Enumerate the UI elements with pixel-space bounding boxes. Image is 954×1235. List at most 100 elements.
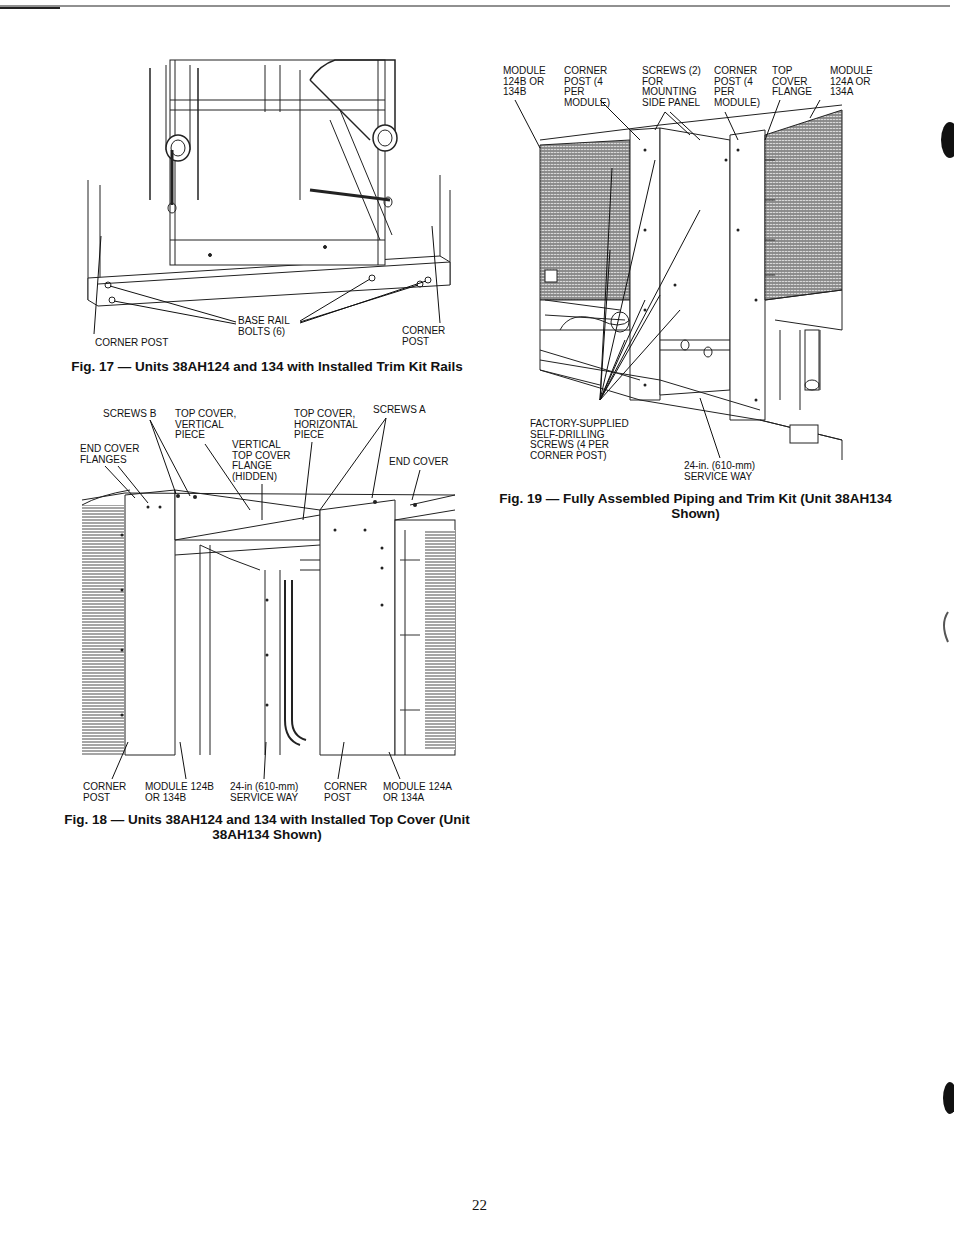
line-art-part: [730, 130, 765, 420]
line-art-part: [540, 140, 630, 300]
line-art-part: [378, 130, 392, 146]
line-art-part: [737, 229, 740, 232]
line-art-part: [109, 297, 115, 303]
line-art-part: [320, 500, 395, 755]
callout-label: CORNER POST: [402, 326, 450, 347]
fig19-illustration: [540, 105, 842, 460]
line-art-part: [121, 649, 124, 652]
line-art-part: [611, 312, 629, 332]
line-art-part: [600, 295, 660, 400]
line-art-part: [805, 330, 819, 390]
figure-caption: Fig. 19 — Fully Assembled Piping and Tri…: [498, 491, 893, 521]
line-art-part: [292, 580, 306, 740]
figure-caption: Fig. 17 — Units 38AH124 and 134 with Ins…: [62, 359, 472, 374]
callout-label: MODULE 124B OR 134B: [145, 782, 217, 803]
line-art-part: [644, 309, 647, 312]
callout-label: SCREWS (2) FOR MOUNTING SIDE PANEL: [642, 66, 706, 108]
line-art-part: [121, 534, 124, 537]
line-art-part: [118, 466, 148, 503]
line-art-part: [395, 520, 455, 755]
line-art-part: [171, 150, 174, 205]
line-art-part: [149, 68, 151, 200]
line-art-part: [176, 494, 180, 498]
fig19-leaders: [515, 100, 820, 458]
line-art-part: [372, 418, 386, 498]
line-art-part: [600, 250, 610, 400]
line-art-part: [82, 505, 124, 755]
line-art-part: [170, 60, 385, 265]
line-art-part: [400, 560, 420, 561]
line-art-part: [121, 494, 418, 717]
line-art-part: [644, 384, 647, 387]
line-art-part: [265, 570, 266, 755]
line-art-part: [540, 350, 640, 380]
line-art-part: [540, 360, 760, 410]
line-art-part: [175, 490, 320, 540]
line-art-part: [644, 149, 647, 152]
line-art-part: [765, 100, 780, 140]
line-art-part: [630, 128, 660, 400]
margin-marks: [941, 122, 954, 1114]
line-art-part: [765, 200, 775, 201]
line-art-part: [193, 495, 197, 499]
line-art-part: [432, 226, 440, 323]
line-art-part: [755, 299, 758, 302]
line-art-part: [310, 80, 370, 140]
line-art-part: [175, 60, 176, 265]
callout-label: BASE RAIL BOLTS (6): [238, 316, 300, 337]
line-art-part: [410, 495, 455, 505]
line-art-part: [369, 275, 375, 281]
line-art-part: [395, 510, 455, 520]
line-art-part: [810, 100, 820, 118]
line-art-part: [265, 65, 266, 112]
line-art-part: [381, 547, 384, 550]
callout-label: CORNER POST: [95, 338, 185, 349]
callout-label: CORNER POST: [83, 782, 131, 803]
line-art-part: [400, 635, 420, 636]
line-art-part: [412, 470, 420, 500]
line-art-part: [82, 490, 130, 505]
line-art-part: [600, 300, 645, 400]
line-art-part: [82, 493, 455, 500]
line-art-part: [320, 418, 386, 510]
line-art-part: [125, 490, 175, 755]
line-art-part: [674, 284, 677, 287]
callout-label: MODULE 124A OR 134A: [383, 782, 455, 803]
line-art-part: [0, 5, 950, 6]
line-art-part: [121, 589, 124, 592]
line-art-part: [540, 300, 630, 330]
line-art-part: [114, 301, 236, 324]
callout-label: CORNER POST (4 PER MODULE): [714, 66, 769, 108]
line-art-part: [775, 320, 842, 410]
line-art-part: [765, 160, 775, 161]
line-art-part: [381, 604, 384, 607]
line-art-part: [381, 567, 384, 570]
line-art-part: [670, 112, 700, 140]
line-art-part: [300, 281, 426, 323]
line-art-part: [660, 340, 730, 350]
line-art-part: [545, 270, 557, 282]
line-art-part: [150, 420, 176, 494]
page-number: 22: [472, 1200, 502, 1211]
line-art-part: [400, 710, 420, 711]
line-art-part: [660, 128, 730, 395]
line-art-part: [515, 100, 540, 148]
figure-caption: Fig. 18 — Units 38AH124 and 134 with Ins…: [62, 812, 472, 842]
callout-label: SCREWS B: [103, 409, 163, 420]
line-art-part: [170, 110, 385, 111]
line-art-part: [440, 175, 441, 260]
line-art-part: [737, 149, 740, 152]
line-art-part: [264, 742, 266, 779]
line-art-part: [170, 240, 385, 241]
line-art-part: [600, 168, 612, 400]
line-art-part: [425, 530, 455, 750]
page-rule: [0, 6, 950, 8]
line-art-part: [405, 530, 406, 755]
line-art-part: [765, 240, 775, 241]
line-art-part: [600, 310, 680, 400]
line-art-part: [364, 529, 367, 532]
line-art-part: [280, 570, 281, 755]
callout-label: TOP COVER, HORIZONTAL PIECE: [294, 409, 364, 441]
line-art-part: [209, 254, 212, 257]
